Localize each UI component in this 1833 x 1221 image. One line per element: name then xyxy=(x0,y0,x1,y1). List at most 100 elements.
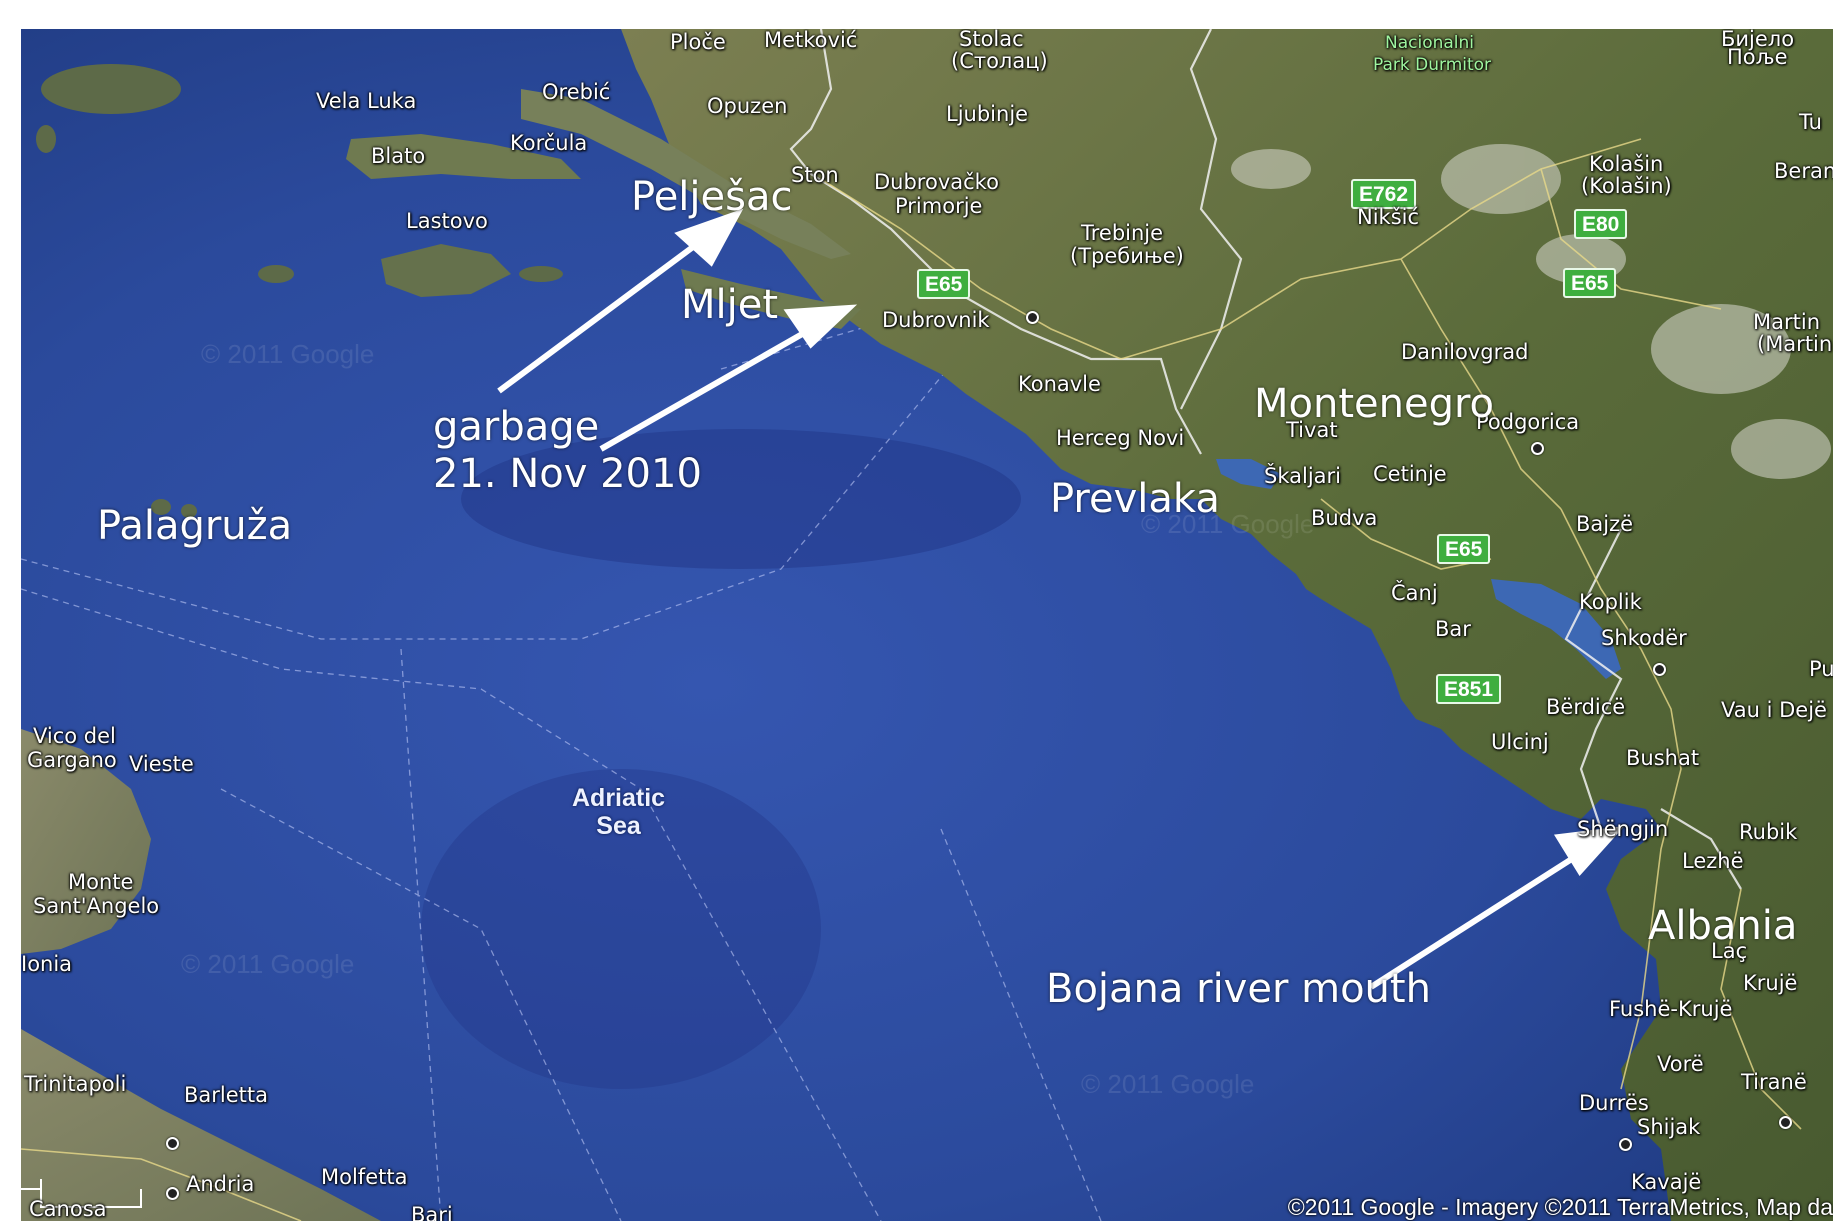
label-ionia: Ionia xyxy=(21,952,73,976)
label-ljubinje: Ljubinje xyxy=(946,102,1029,126)
label-vela-luka: Vela Luka xyxy=(316,89,417,113)
road-shield-e65: E65 xyxy=(1437,534,1491,564)
label-molfetta: Molfetta xyxy=(321,1165,408,1189)
skadar-lake xyxy=(1491,579,1621,679)
city-dot-dubrovnik xyxy=(1026,311,1039,324)
arrow-mljet xyxy=(599,326,813,452)
google-watermark: © 2011 Google xyxy=(181,949,355,979)
label-podgorica: Podgorica xyxy=(1476,410,1580,434)
label-ploce: Ploče xyxy=(670,30,726,54)
annotation-albania: Albania xyxy=(1648,903,1798,949)
label-bijelo: Бијело xyxy=(1721,29,1795,51)
label-vore: Vorë xyxy=(1657,1052,1704,1076)
label-opuzen: Opuzen xyxy=(707,94,788,118)
label-durres: Durrës xyxy=(1579,1091,1649,1115)
label-vau-dejes: Vau i Dejë xyxy=(1721,698,1827,722)
label-lac: Laç xyxy=(1711,939,1748,963)
label-rubik: Rubik xyxy=(1739,820,1798,844)
label-pu: Pu xyxy=(1809,657,1833,681)
annotation-garbage: garbage xyxy=(433,404,600,450)
label-berdice: Bërdicë xyxy=(1546,695,1626,719)
label-kavaje: Kavajë xyxy=(1631,1170,1702,1194)
label-martin: Martin xyxy=(1753,310,1820,334)
label-fushe-kruje: Fushë-Krujë xyxy=(1609,997,1733,1021)
label-ulcinj: Ulcinj xyxy=(1491,730,1549,754)
label-stolac: Stolac xyxy=(959,29,1024,51)
annotation-prevlaka: Prevlaka xyxy=(1050,476,1220,522)
arrow-bojana-head xyxy=(1553,826,1625,876)
arrow-peljesac xyxy=(497,238,703,394)
label-korcula: Korčula xyxy=(510,131,588,155)
label-danilovgrad: Danilovgrad xyxy=(1401,340,1529,364)
label-shkoder: Shkodër xyxy=(1601,626,1687,650)
road-shield-e762: E762 xyxy=(1351,179,1417,209)
label-kolasin-cyr: (Kolašin) xyxy=(1581,174,1672,198)
label-bari: Bari xyxy=(411,1203,453,1221)
apulia-coast xyxy=(21,1029,381,1221)
label-shijak: Shijak xyxy=(1637,1115,1701,1139)
label-park-durmitor: Park Durmitor xyxy=(1373,55,1492,75)
city-dot-durres xyxy=(1619,1138,1632,1151)
arrow-bojana xyxy=(1369,852,1580,990)
sea-label-line2: Sea xyxy=(596,812,641,840)
label-dubrovacko: Dubrovačko xyxy=(874,170,999,194)
label-adriatic-sea: Adriatic Sea xyxy=(572,784,665,840)
label-konavle: Konavle xyxy=(1018,372,1101,396)
label-martin2: (Martin xyxy=(1757,332,1833,356)
label-cetinje: Cetinje xyxy=(1373,462,1447,486)
label-gargano: Gargano xyxy=(27,748,117,772)
label-andria: Andria xyxy=(186,1172,255,1196)
small-islands xyxy=(36,64,563,518)
city-dot-tirane xyxy=(1779,1116,1792,1129)
scale-bar xyxy=(21,1179,142,1208)
label-shengjin: Shëngjin xyxy=(1577,817,1669,841)
google-watermark: © 2011 Google xyxy=(1081,1069,1255,1099)
label-bushat: Bushat xyxy=(1626,746,1700,770)
label-trebinje: Trebinje xyxy=(1081,221,1164,245)
deep-water-shade xyxy=(461,429,1021,569)
korcula-island xyxy=(346,134,581,179)
annotation-garbage-date: 21. Nov 2010 xyxy=(433,451,702,497)
label-budva: Budva xyxy=(1311,506,1378,530)
road-shield-e851: E851 xyxy=(1436,674,1502,704)
balkan-mainland xyxy=(621,29,1833,1221)
road-shield-e65: E65 xyxy=(1563,268,1617,298)
google-watermark: © 2011 Google xyxy=(1141,509,1315,539)
map-attribution[interactable]: ©2011 Google - Imagery ©2011 TerraMetric… xyxy=(1287,1194,1833,1220)
label-nacionalni: Nacionalni xyxy=(1385,33,1475,53)
label-canj: Čanj xyxy=(1391,581,1438,605)
label-kruje: Krujë xyxy=(1743,971,1798,995)
label-trebinje-cyr: (Требиње) xyxy=(1070,244,1184,268)
annotation-arrows xyxy=(497,208,1625,990)
city-dot-shkoder xyxy=(1653,663,1666,676)
label-koplik: Koplik xyxy=(1579,590,1642,614)
label-vico: Vico del xyxy=(33,724,116,748)
label-berane: Beran xyxy=(1774,159,1833,183)
label-primorje: Primorje xyxy=(895,194,983,218)
city-dot-podgorica xyxy=(1531,442,1544,455)
label-ston: Ston xyxy=(791,163,839,187)
city-dot-andria xyxy=(166,1187,179,1200)
label-trinitapoli: Trinitapoli xyxy=(24,1072,127,1096)
city-dot-barletta xyxy=(166,1137,179,1150)
map-imagery xyxy=(21,29,1833,1221)
label-skaljari: Škaljari xyxy=(1264,464,1341,488)
label-barletta: Barletta xyxy=(184,1083,268,1107)
label-santangelo: Sant'Angelo xyxy=(33,894,160,918)
roads xyxy=(21,138,1802,1221)
label-polje: Поље xyxy=(1727,45,1788,69)
road-shield-e65: E65 xyxy=(917,269,971,299)
label-canosa: Canosa xyxy=(29,1197,107,1221)
label-orebic: Orebić xyxy=(542,80,611,104)
label-tirane: Tiranë xyxy=(1741,1070,1807,1094)
label-bajze: Bajzë xyxy=(1576,512,1634,536)
label-dubrovnik: Dubrovnik xyxy=(882,308,990,332)
label-vieste: Vieste xyxy=(129,752,194,776)
label-kolasin: Kolašin xyxy=(1589,152,1664,176)
google-watermark: © 2011 Google xyxy=(201,339,375,369)
label-stolac-cyr: (Столац) xyxy=(951,49,1048,73)
map-view[interactable]: © 2011 Google © 2011 Google © 2011 Googl… xyxy=(21,29,1833,1221)
label-lastovo: Lastovo xyxy=(406,209,488,233)
label-tu: Tu xyxy=(1799,110,1822,134)
bay-of-kotor xyxy=(1216,459,1281,489)
